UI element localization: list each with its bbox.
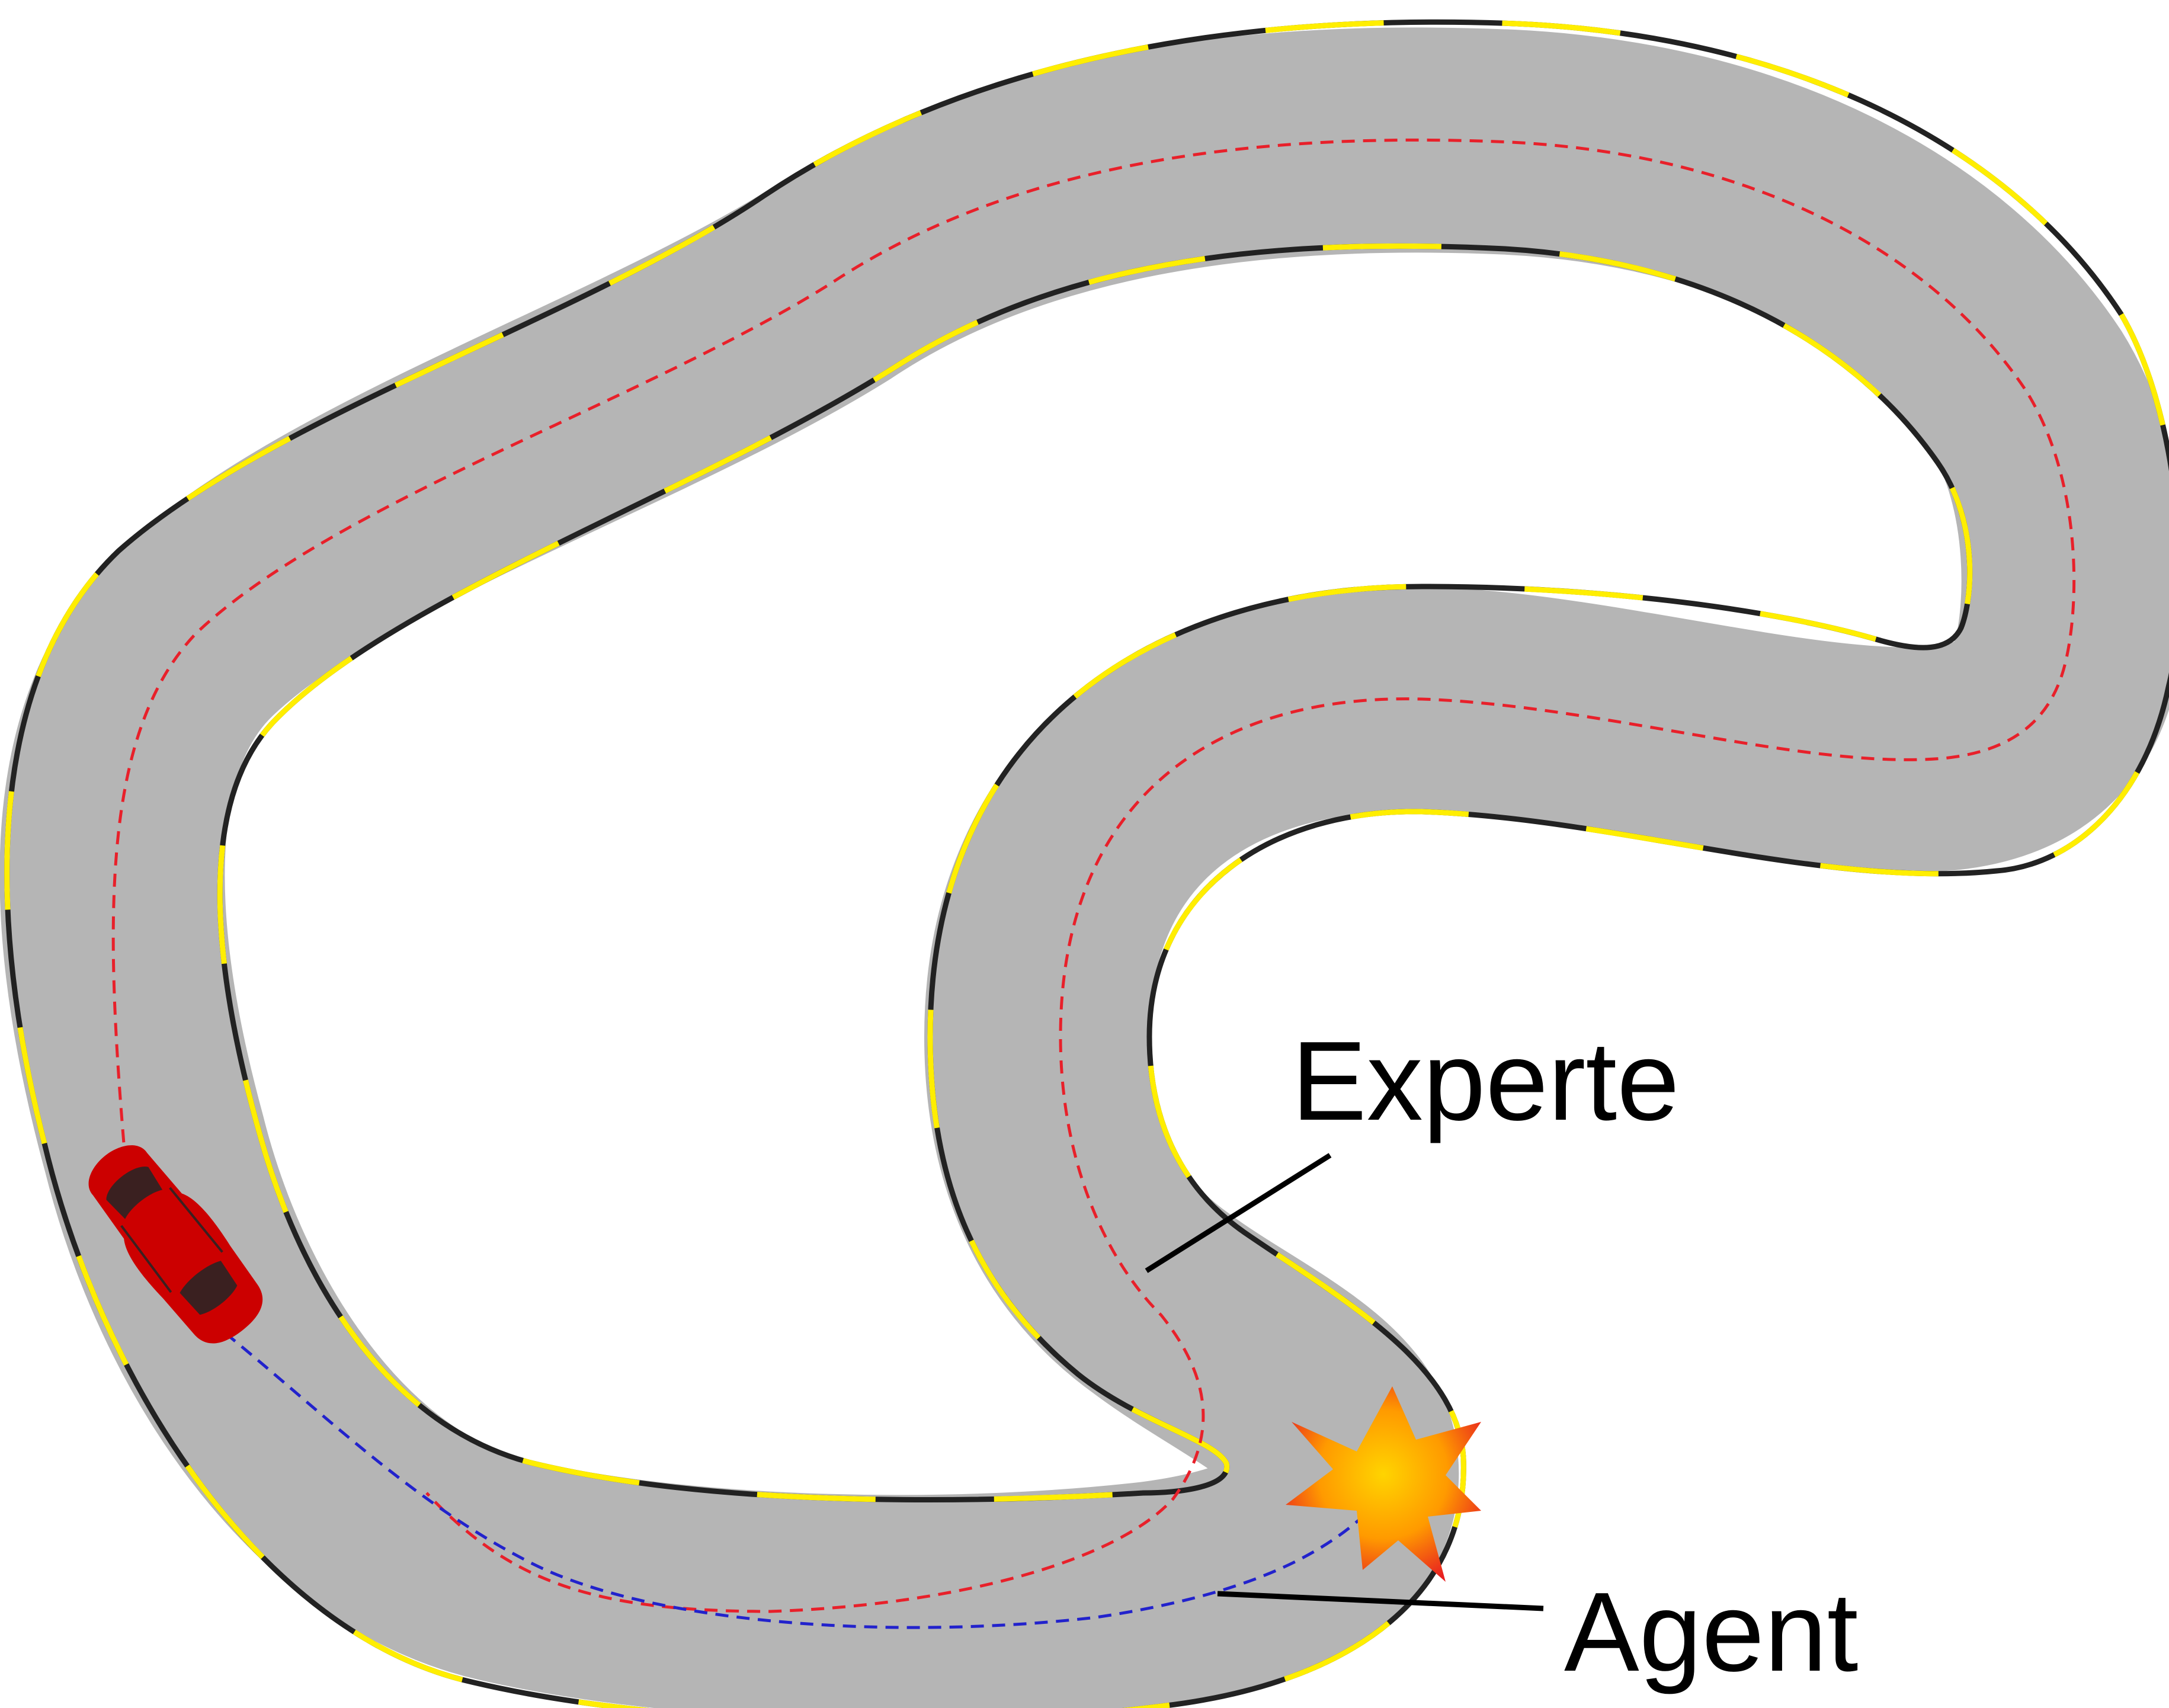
crash-burst-icon — [1286, 1386, 1481, 1582]
agent-path — [224, 1332, 1364, 1629]
track-inner-boundary — [217, 243, 1973, 1502]
agent-label: Agent — [1564, 1569, 1859, 1695]
expert-leader-line — [1145, 1153, 1332, 1273]
race-track — [0, 27, 2169, 1708]
car-icon — [88, 1145, 263, 1344]
expert-label: Experte — [1292, 1018, 1680, 1144]
agent-leader-line — [1217, 1591, 1544, 1611]
track-outer-boundary — [4, 19, 2169, 1708]
track-surface — [0, 27, 2169, 1708]
expert-path — [111, 138, 2076, 1613]
